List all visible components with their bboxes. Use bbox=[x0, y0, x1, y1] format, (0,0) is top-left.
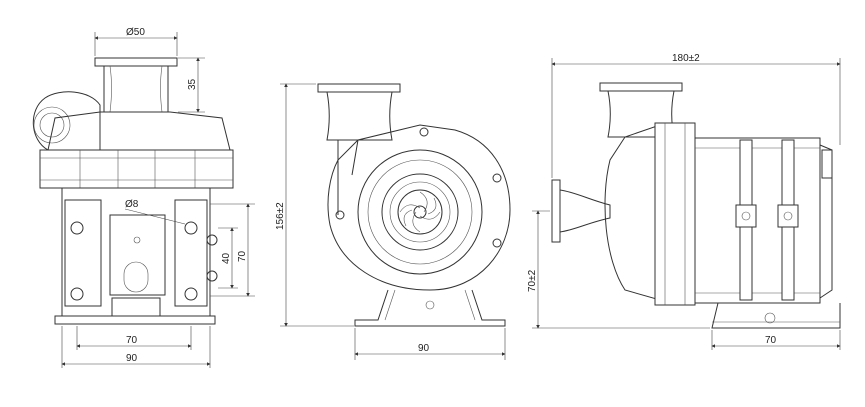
dim-hole-diameter: Ø8 bbox=[125, 199, 139, 210]
dim-mount-height: 70 bbox=[237, 250, 248, 262]
dim-outlet-diameter: Ø50 bbox=[126, 27, 145, 38]
mount-hole bbox=[70, 287, 84, 301]
dim-base-width-right: 70 bbox=[765, 335, 777, 346]
dim-inlet-center-height: 70±2 bbox=[527, 269, 538, 292]
dim-base-hole-spacing: 70 bbox=[126, 335, 138, 346]
dim-outlet-height: 35 bbox=[187, 78, 198, 90]
dim-overall-height: 156±2 bbox=[275, 202, 286, 230]
mount-hole bbox=[184, 287, 198, 301]
dim-overall-length: 180±2 bbox=[672, 53, 700, 64]
dim-base-width-side: 90 bbox=[418, 343, 430, 354]
side-view: 156±2 90 bbox=[275, 83, 511, 360]
mount-hole bbox=[70, 221, 84, 235]
dim-hole-spacing-v: 40 bbox=[221, 252, 232, 264]
dim-base-width-front: 90 bbox=[126, 353, 138, 364]
mount-hole bbox=[184, 221, 198, 235]
right-view: 180±2 70±2 70 bbox=[527, 53, 841, 350]
front-view: Ø50 35 Ø8 40 70 70 90 bbox=[32, 27, 255, 368]
